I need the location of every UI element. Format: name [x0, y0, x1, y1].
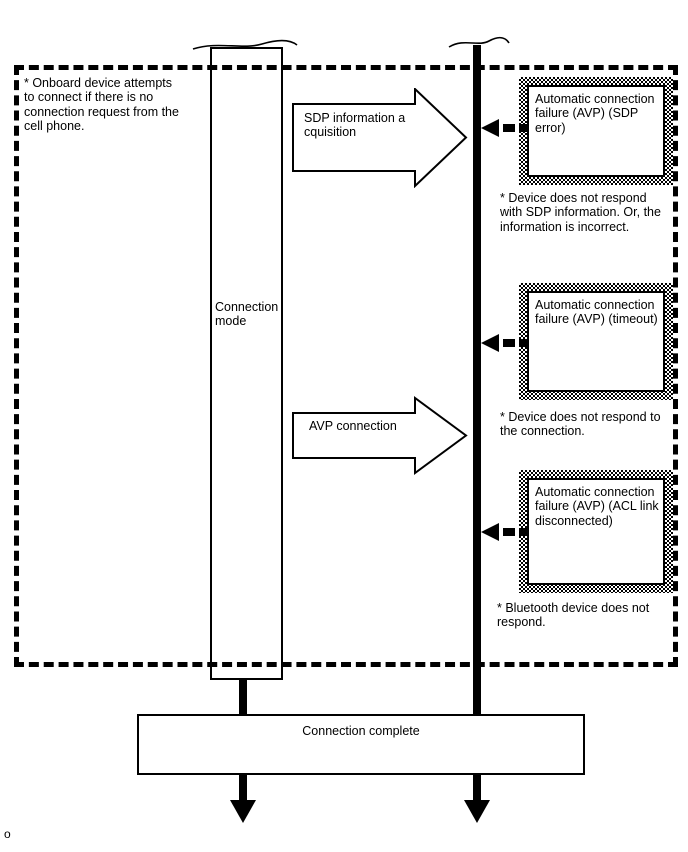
dashed-arrow-left-icon	[481, 523, 528, 541]
down-arrow-shaft	[473, 775, 481, 802]
process-dashed-boundary	[14, 65, 678, 667]
block-arrow-right-icon	[292, 88, 468, 188]
down-arrow-shaft	[239, 775, 247, 802]
connection-complete-label: Connection complete	[302, 724, 420, 738]
failure-box-sdp-error: Automatic connection failure (AVP) (SDP …	[519, 77, 673, 185]
failure-box-acl-disconnected: Automatic connection failure (AVP) (ACL …	[519, 470, 673, 593]
failure-box-inner: Automatic connection failure (AVP) (time…	[527, 291, 665, 392]
dashed-arrow-left-icon	[481, 334, 528, 352]
dashed-arrow-left-icon	[481, 119, 528, 137]
onboard-device-note: * Onboard device attempts to connect if …	[24, 76, 179, 134]
failure-box-inner: Automatic connection failure (AVP) (ACL …	[527, 478, 665, 585]
note-sdp-failure: * Device does not respond with SDP infor…	[500, 191, 661, 234]
connection-complete-box: Connection complete	[137, 714, 585, 775]
failure-box-timeout: Automatic connection failure (AVP) (time…	[519, 283, 673, 400]
message-sdp-acquisition-label: SDP information a cquisition	[304, 111, 406, 140]
connection-mode-label: Connection mode	[215, 300, 279, 329]
note-timeout-failure: * Device does not respond to the connect…	[500, 410, 661, 439]
down-arrow-icon	[464, 800, 490, 823]
failure-box-sdp-error-label: Automatic connection failure (AVP) (SDP …	[535, 92, 655, 135]
failure-box-inner: Automatic connection failure (AVP) (SDP …	[527, 85, 665, 177]
page-marker: o	[4, 827, 11, 841]
device-lifeline	[473, 45, 481, 714]
failure-box-acl-disconnected-label: Automatic connection failure (AVP) (ACL …	[535, 485, 659, 528]
failure-box-timeout-label: Automatic connection failure (AVP) (time…	[535, 298, 658, 327]
note-bluetooth-failure: * Bluetooth device does not respond.	[497, 601, 650, 630]
message-avp-connection-label: AVP connection	[309, 419, 397, 433]
connection-mode-lifeline-bar	[210, 47, 283, 680]
break-wave-icon	[192, 39, 298, 50]
break-wave-icon	[448, 36, 510, 48]
down-arrow-icon	[230, 800, 256, 823]
block-arrow-right-icon	[292, 396, 468, 475]
connector-bar-to-complete	[239, 679, 247, 715]
